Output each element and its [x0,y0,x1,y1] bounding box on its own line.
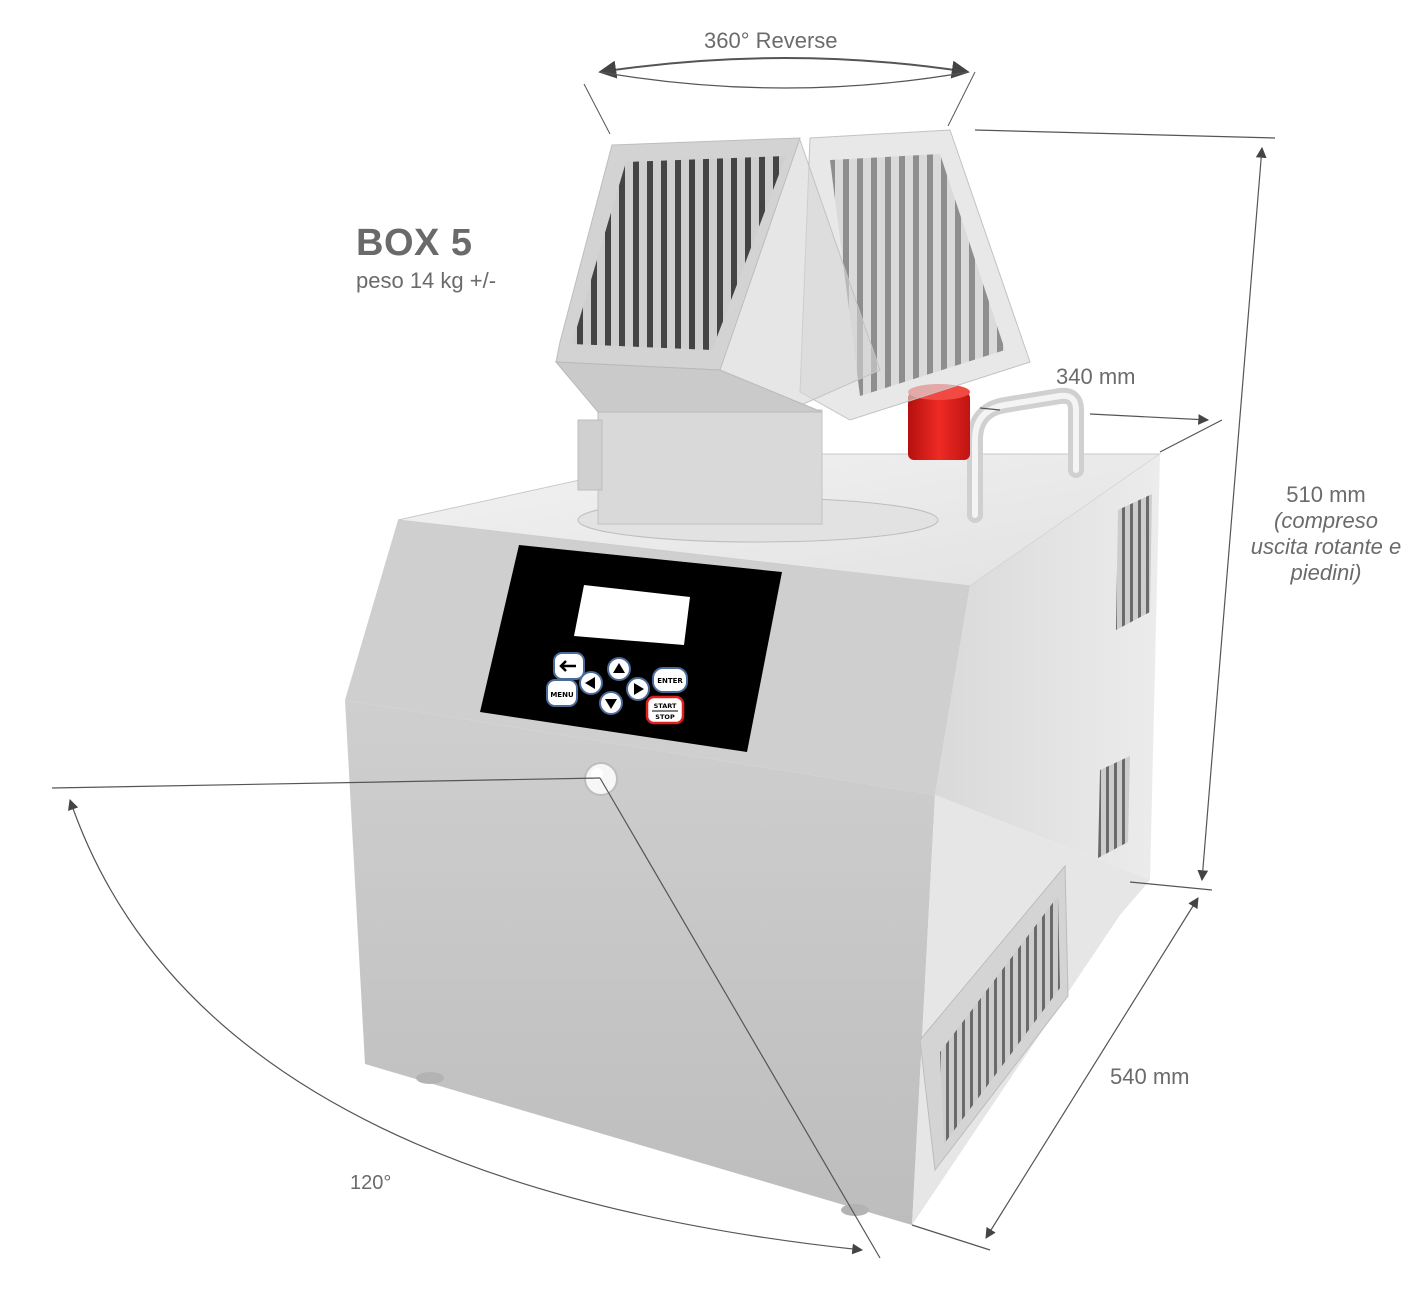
height-label-block: 510 mm (compreso uscita rotante e piedin… [1246,482,1406,586]
menu-button[interactable]: MENU [546,679,578,707]
lcd-display [574,585,690,645]
door-swing-arc [68,798,864,1255]
height-note: (compreso uscita rotante e piedini) [1250,508,1402,585]
door-swing-line-1 [51,777,601,789]
hood-ghost-right-slots [830,154,1005,396]
foot-left [416,1072,444,1084]
rotation-arrow-under [599,71,969,89]
hood-skirt [554,361,823,413]
left-arrow-icon [585,677,595,689]
door-angle-label: 120° [350,1172,392,1194]
side-vent-top [1116,494,1152,630]
side-vent-middle [1098,756,1130,858]
start-stop-button[interactable]: START STOP [645,695,685,725]
up-arrow-button[interactable] [607,657,631,681]
left-arrow-button[interactable] [579,671,603,695]
menu-label: MENU [550,691,574,699]
product-title: BOX 5 [356,222,473,264]
dimension-lines [51,57,1276,1259]
up-arrow-icon [613,663,625,673]
depth-label: 540 mm [1110,1064,1190,1089]
height-extension-bottom [1129,881,1213,891]
down-arrow-icon [605,699,617,709]
right-arrow-icon [634,683,644,695]
width-arrow [1089,413,1210,425]
rotation-arrow [598,57,970,79]
keypad: MENU ENTER START STOP [546,652,688,725]
height-label: 510 mm [1286,482,1366,507]
down-arrow-button[interactable] [599,691,623,715]
outlet-side-tab [577,419,603,491]
enter-button[interactable]: ENTER [652,667,688,693]
enter-label: ENTER [657,677,683,685]
stop-label: STOP [655,713,675,721]
carry-handle [967,387,1084,523]
depth-arrow [985,897,1199,1239]
rotating-hood [554,129,1031,421]
height-arrow [1197,146,1267,882]
hood-front-slots [572,156,786,350]
rotation-label: 360° Reverse [704,28,838,53]
width-label: 340 mm [1056,364,1136,389]
back-button[interactable] [553,652,585,680]
right-arrow-button[interactable] [626,677,650,701]
arrow-left-icon [559,660,576,672]
product-weight: peso 14 kg +/- [356,268,497,293]
start-label: START [654,702,677,710]
width-extension [979,407,1001,411]
height-extension-top [974,129,1276,139]
outlet-column [597,409,823,525]
